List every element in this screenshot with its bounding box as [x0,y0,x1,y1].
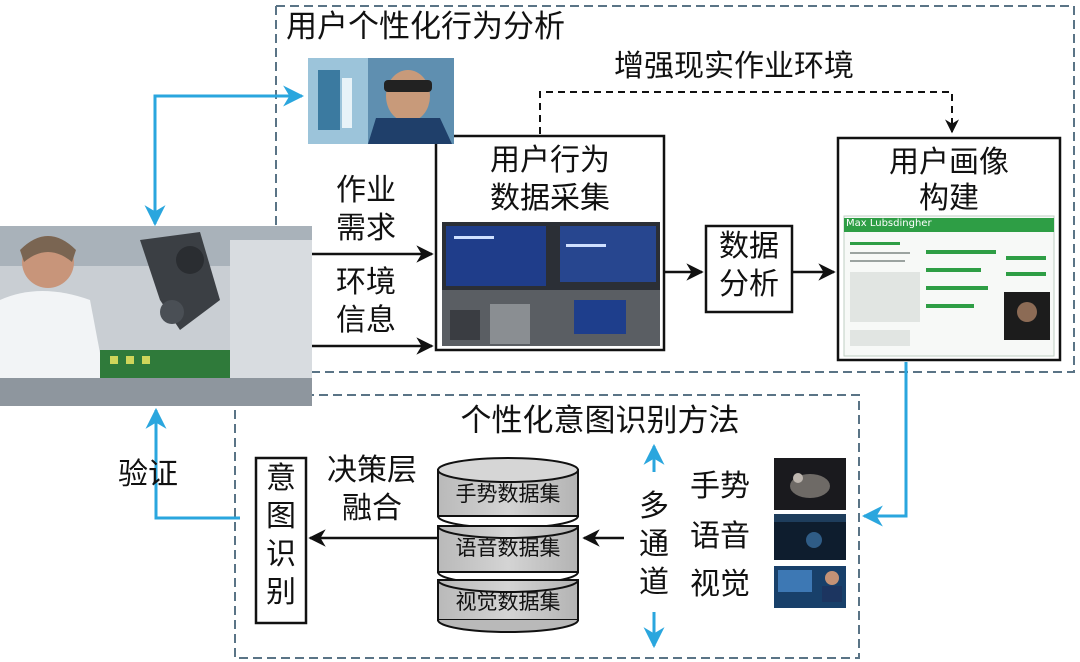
dataset-label-voice: 语音数据集 [455,536,561,560]
ar-environment-connector [539,91,959,134]
env-info-label-line2: 信息 [336,303,396,338]
multi-channel-char-3: 道 [639,565,669,600]
profile-card-name: Max Lubsdingher [846,218,932,229]
analysis-box-title-line1: 数据 [719,229,779,264]
intent-box-char-3: 识 [266,537,296,572]
collection-box-title-line1: 用户行为 [490,143,610,178]
intent-box [254,456,308,625]
task-demand-label-line1: 作业 [336,173,396,208]
multi-channel-char-1: 多 [639,489,669,524]
dataset-label-vision: 视觉数据集 [455,590,561,614]
intent-box-char-2: 图 [266,499,296,534]
portrait-to-methods-blue-arrow [861,362,908,527]
profile-card-photo [843,215,1055,357]
feedback-blue-arrow [153,85,305,224]
top-region-title: 用户个性化行为分析 [286,9,565,45]
decision-fusion-label-line2: 融合 [342,491,402,526]
portrait-box-title-line2: 构建 [919,181,979,216]
ar-environment-label: 增强现实作业环境 [614,49,854,84]
dataset-label-gesture: 手势数据集 [455,482,561,506]
top-region-border [274,5,1075,373]
gesture-label: 手势 [690,469,750,504]
dataset-cylinders [437,457,579,633]
multi-channel-char-2: 通 [639,527,669,562]
task-demand-label-line2: 需求 [336,211,396,246]
intent-box-char-4: 别 [266,575,296,610]
dataset-cylinder-gesture [437,457,579,529]
verify-label: 验证 [118,457,178,492]
env-info-label-line1: 环境 [336,265,396,300]
voice-photo [774,514,846,560]
bottom-region-title: 个性化意图识别方法 [460,403,740,439]
vision-photo [774,566,846,608]
intent-box-char-1: 意 [266,461,296,496]
dataset-cylinder-vision [437,579,579,633]
bottom-region-border [234,394,860,659]
portrait-box-title-line1: 用户画像 [889,145,1009,180]
voice-label: 语音 [690,519,750,554]
robot-assembly-photo [0,226,312,406]
decision-fusion-label-line1: 决策层 [327,453,417,488]
analysis-box [704,224,794,314]
monitoring-screens-photo [442,222,660,346]
analysis-box-title-line2: 分析 [719,267,779,302]
vision-label: 视觉 [690,567,750,602]
verify-blue-arrow [145,407,240,520]
collection-box-title-line2: 数据采集 [490,181,610,216]
gesture-photo [774,458,846,510]
dataset-cylinder-voice [437,525,579,585]
ar-headset-worker-photo [308,58,454,144]
